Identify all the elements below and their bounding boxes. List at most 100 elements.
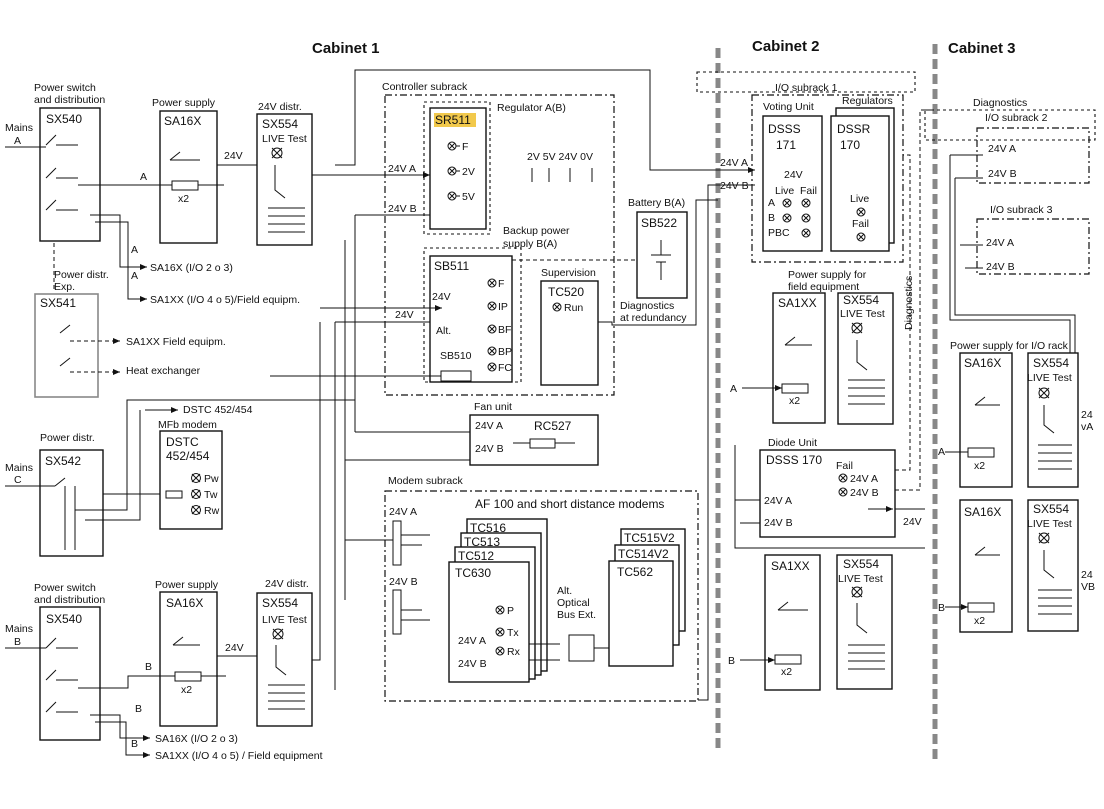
label: 24V B: [475, 443, 504, 455]
label: 2V 5V 24V 0V: [527, 151, 593, 163]
module-name: DSSS: [768, 122, 801, 136]
label: F: [498, 278, 504, 290]
output-label: SA1XX Field equipm.: [126, 336, 226, 348]
cabinet-3-title: Cabinet 3: [948, 40, 1016, 57]
label: Regulator A(B): [497, 102, 566, 114]
sx554-cab3-top: SX554 LIVE Test: [1027, 352, 1079, 488]
output-label: SA16X (I/O 2 o 3): [155, 733, 238, 745]
label: 24V: [395, 309, 414, 321]
module-name: SX542: [45, 454, 81, 468]
label: MFb modem: [158, 419, 217, 431]
rc527: 24V A 24V B RC527: [469, 414, 599, 466]
module-name: SX554: [262, 117, 298, 131]
label: x2: [789, 395, 800, 407]
label: A: [938, 446, 945, 458]
label: Fan unit: [474, 401, 512, 413]
label: Rw: [204, 505, 220, 517]
label: 24V: [432, 291, 451, 303]
sx554-bottom: 24V distr. SX554 LIVE Test: [256, 578, 313, 727]
module-name: SA16X: [164, 114, 201, 128]
module-name: SB522: [641, 216, 677, 230]
output-label: SA16X (I/O 2 o 3): [150, 262, 233, 274]
sa1xx-bottom: SA1XX x2: [764, 554, 821, 691]
label: 24V: [784, 169, 803, 181]
label: 2V: [462, 166, 475, 178]
label: Alt.: [557, 585, 572, 597]
label: Bus Ext.: [557, 609, 596, 621]
sb511: SB511 24V Alt. SB510 F IP BF BP FC: [429, 255, 513, 383]
label: B: [768, 212, 775, 224]
label: A: [768, 197, 775, 209]
label: 5V: [462, 191, 475, 203]
label: I/O subrack 2: [985, 112, 1048, 124]
label: Supervision: [541, 267, 596, 279]
mains-label: Mains: [5, 462, 33, 474]
label: Modem subrack: [388, 475, 463, 487]
controller-subrack: [384, 94, 615, 396]
label: 24V B: [988, 168, 1017, 180]
label: 24V A: [388, 163, 416, 175]
label: A: [131, 270, 138, 282]
label: BP: [498, 346, 512, 358]
sr511: SR511 F 2V 5V: [429, 107, 487, 230]
label: and distribution: [34, 94, 105, 106]
label: x2: [974, 460, 985, 472]
label: Live: [850, 193, 869, 205]
label: 24V distr.: [258, 101, 302, 113]
module-name: TC516: [470, 521, 506, 535]
cabinet-2-title: Cabinet 2: [752, 38, 820, 55]
output-label: SA1XX (I/O 4 o 5) / Field equipment: [155, 750, 323, 762]
sx541: Power distr. Exp. SX541: [34, 269, 109, 398]
label: AF 100 and short distance modems: [475, 497, 664, 511]
module-name: TC630: [455, 566, 491, 580]
module-name: SX554: [843, 557, 879, 571]
label: Power switch: [34, 82, 96, 94]
tc520: Supervision TC520 Run: [540, 267, 599, 386]
label: at redundancy: [620, 312, 687, 324]
label: x2: [781, 666, 792, 678]
label: 24V A: [458, 635, 486, 647]
sx554-bottom-cab2: SX554 LIVE Test: [836, 554, 893, 690]
module-name: SX554: [1033, 356, 1069, 370]
label: 24V A: [475, 420, 503, 432]
io-subrack-3: [976, 218, 1090, 275]
module-name: SA16X: [964, 356, 1001, 370]
module-name: SX540: [46, 612, 82, 626]
module-name: SX554: [1033, 502, 1069, 516]
dsss-171: DSSS 171 24V Live Fail A B PBC: [762, 115, 823, 252]
label: A: [14, 135, 21, 147]
label: C: [14, 474, 22, 486]
module-name: 171: [776, 138, 796, 152]
module-name: SA16X: [166, 596, 203, 610]
label: A: [730, 383, 737, 395]
label: supply B(A): [503, 238, 557, 250]
label: 24V A: [720, 157, 748, 169]
label: Tw: [204, 489, 218, 501]
sx554-top: 24V distr. SX554 LIVE Test: [256, 101, 313, 246]
label: Diagnostics: [973, 97, 1027, 109]
sa16x-top: Power supply SA16X x2: [152, 97, 218, 244]
label: 24V B: [850, 487, 879, 499]
label: 24: [1081, 409, 1093, 421]
label: 24V A: [764, 495, 792, 507]
label: LIVE Test: [838, 573, 883, 585]
label: Optical: [557, 597, 590, 609]
label: Battery B(A): [628, 197, 685, 209]
label: x2: [181, 684, 192, 696]
label: LIVE Test: [1027, 372, 1072, 384]
label: Power supply: [152, 97, 216, 109]
label: 24V: [224, 150, 243, 162]
label: 24V B: [458, 658, 487, 670]
label: BF: [498, 324, 511, 336]
mains-label: Mains: [5, 623, 33, 635]
label: Diode Unit: [768, 437, 817, 449]
module-name: TC512: [458, 549, 494, 563]
label: 24V B: [764, 517, 793, 529]
label: Diagnostics: [903, 276, 915, 330]
label: vA: [1081, 421, 1093, 433]
module-name: RC527: [534, 419, 572, 433]
io-subrack-1: [751, 94, 904, 263]
module-name: TC520: [548, 285, 584, 299]
label: 24V B: [720, 180, 749, 192]
